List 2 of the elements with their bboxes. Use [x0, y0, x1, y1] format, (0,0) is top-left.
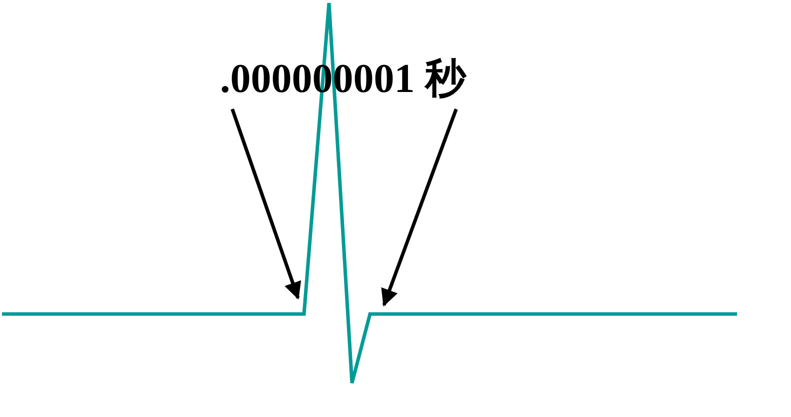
arrow: [381, 108, 458, 307]
arrow: [230, 108, 302, 300]
